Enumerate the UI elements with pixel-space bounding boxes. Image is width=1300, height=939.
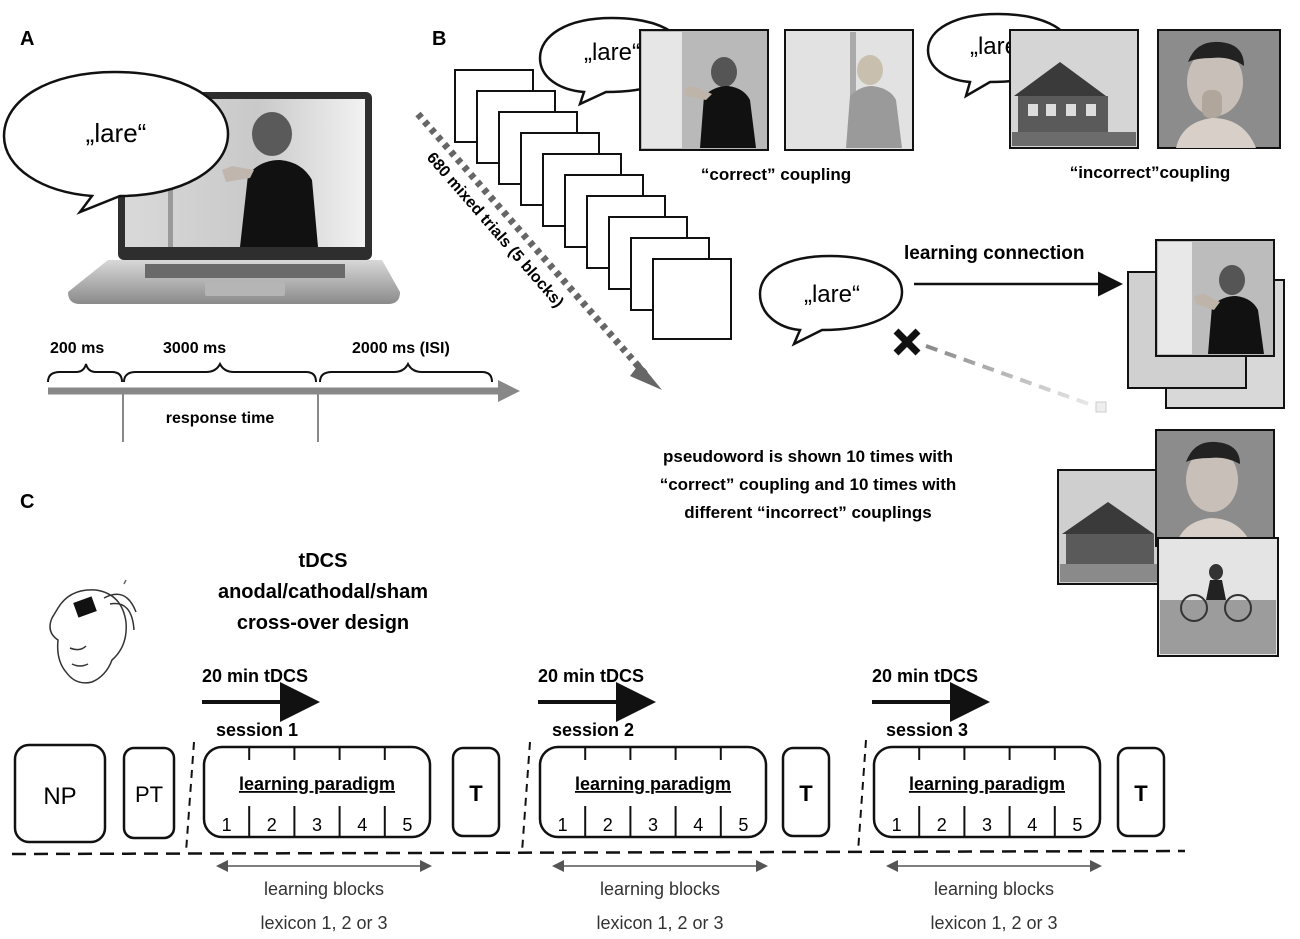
caption-line-1: pseudoword is shown 10 times with bbox=[663, 447, 953, 466]
trial-timeline bbox=[47, 361, 520, 442]
response-time-label: response time bbox=[166, 410, 275, 427]
block-number: 2 bbox=[937, 815, 947, 835]
dashed-line-end-marker bbox=[1095, 401, 1107, 413]
head-electrode-sketch bbox=[49, 579, 137, 684]
tdcs-duration-label: 20 min tDCS bbox=[872, 666, 978, 686]
panel-label-c: C bbox=[20, 491, 34, 513]
block-number: 2 bbox=[267, 815, 277, 835]
session-separator-1 bbox=[185, 741, 195, 853]
learning-paradigm-box bbox=[872, 745, 1102, 839]
block-number: 1 bbox=[222, 815, 232, 835]
block-number: 1 bbox=[558, 815, 568, 835]
speech-bubble-b3: „lare“ bbox=[758, 254, 904, 347]
caption-line-3: different “incorrect” couplings bbox=[684, 503, 931, 522]
block-number: 3 bbox=[648, 815, 658, 835]
session-label: session 3 bbox=[886, 720, 968, 740]
session-label: session 1 bbox=[216, 720, 298, 740]
test-box: T bbox=[781, 746, 831, 838]
session-block-1: 20 min tDCS session 1 learning paradigm 1 2 3… bbox=[202, 666, 432, 933]
test-label: T bbox=[799, 781, 813, 806]
tdcs-duration-label: 20 min tDCS bbox=[538, 666, 644, 686]
block-number: 5 bbox=[738, 815, 748, 835]
caption-line-2: “correct” coupling and 10 times with bbox=[660, 475, 957, 494]
incorrect-photo-stack bbox=[1057, 429, 1279, 657]
panel-label-b: B bbox=[432, 28, 446, 50]
session-block-2: 20 min tDCS session 2 learning paradigm 1 2 3… bbox=[538, 666, 768, 933]
trial-card-stack bbox=[454, 69, 732, 340]
test-box-frame bbox=[451, 746, 501, 838]
panel-label-a: A bbox=[20, 28, 34, 50]
time-label-200ms: 200 ms bbox=[50, 340, 104, 357]
photo-person-yawn bbox=[1157, 29, 1281, 149]
block-number: 3 bbox=[312, 815, 322, 835]
trials-dotted-arrow bbox=[415, 111, 662, 390]
block-number: 3 bbox=[982, 815, 992, 835]
block-number: 4 bbox=[693, 815, 703, 835]
session-label: session 2 bbox=[552, 720, 634, 740]
block-number: 1 bbox=[892, 815, 902, 835]
photo-person-touch bbox=[639, 29, 769, 151]
pseudoword-a: „lare“ bbox=[86, 118, 147, 148]
pt-box: PT bbox=[122, 746, 176, 840]
learning-paradigm-label: learning paradigm bbox=[239, 774, 395, 794]
learning-paradigm-box bbox=[538, 745, 768, 839]
session-separator-3 bbox=[857, 739, 867, 853]
test-box-frame bbox=[1116, 746, 1166, 838]
test-box: T bbox=[1116, 746, 1166, 838]
block-number: 4 bbox=[357, 815, 367, 835]
test-box-frame bbox=[781, 746, 831, 838]
timeline-dashed-baseline bbox=[11, 849, 1186, 856]
photo-woman-touch bbox=[784, 29, 914, 151]
photo-house bbox=[1009, 29, 1139, 149]
time-label-3000ms: 3000 ms bbox=[163, 340, 226, 357]
tdcs-title: tDCS bbox=[299, 550, 348, 572]
np-box: NP bbox=[13, 743, 107, 844]
person-photo bbox=[222, 112, 318, 247]
lexicon-label: lexicon 1, 2 or 3 bbox=[596, 913, 723, 933]
learning-blocks-label: learning blocks bbox=[600, 879, 720, 899]
test-label: T bbox=[469, 781, 483, 806]
learning-connection-label: learning connection bbox=[904, 243, 1085, 264]
block-number: 4 bbox=[1027, 815, 1037, 835]
incorrect-coupling-label: “incorrect”coupling bbox=[1070, 163, 1231, 182]
blocked-connection-x-icon bbox=[893, 328, 921, 356]
session-block-3: 20 min tDCS session 3 learning paradigm 1 2 3… bbox=[872, 666, 1102, 933]
learning-blocks-label: learning blocks bbox=[264, 879, 384, 899]
test-box: T bbox=[451, 746, 501, 838]
tdcs-duration-label: 20 min tDCS bbox=[202, 666, 308, 686]
test-label: T bbox=[1134, 781, 1148, 806]
pseudoword-b3: „lare“ bbox=[804, 281, 860, 308]
np-label: NP bbox=[43, 783, 76, 810]
block-number: 2 bbox=[603, 815, 613, 835]
correct-photo-stack bbox=[1127, 239, 1285, 409]
speech-bubble-a: „lare“ bbox=[2, 70, 230, 215]
learning-paradigm-label: learning paradigm bbox=[575, 774, 731, 794]
correct-coupling-label: “correct” coupling bbox=[701, 165, 851, 184]
learning-blocks-label: learning blocks bbox=[934, 879, 1054, 899]
learning-paradigm-box bbox=[202, 745, 432, 839]
pseudoword-b1: „lare“ bbox=[584, 39, 640, 66]
pt-label: PT bbox=[135, 782, 163, 807]
tdcs-conditions: anodal/cathodal/sham bbox=[218, 581, 428, 603]
lexicon-label: lexicon 1, 2 or 3 bbox=[260, 913, 387, 933]
session-separator-2 bbox=[521, 741, 531, 853]
tdcs-design: cross-over design bbox=[237, 612, 409, 634]
blocked-connection-dashed-line bbox=[925, 344, 1101, 410]
time-label-2000ms-isi: 2000 ms (ISI) bbox=[352, 340, 450, 357]
lexicon-label: lexicon 1, 2 or 3 bbox=[930, 913, 1057, 933]
block-number: 5 bbox=[402, 815, 412, 835]
block-number: 5 bbox=[1072, 815, 1082, 835]
learning-paradigm-label: learning paradigm bbox=[909, 774, 1065, 794]
